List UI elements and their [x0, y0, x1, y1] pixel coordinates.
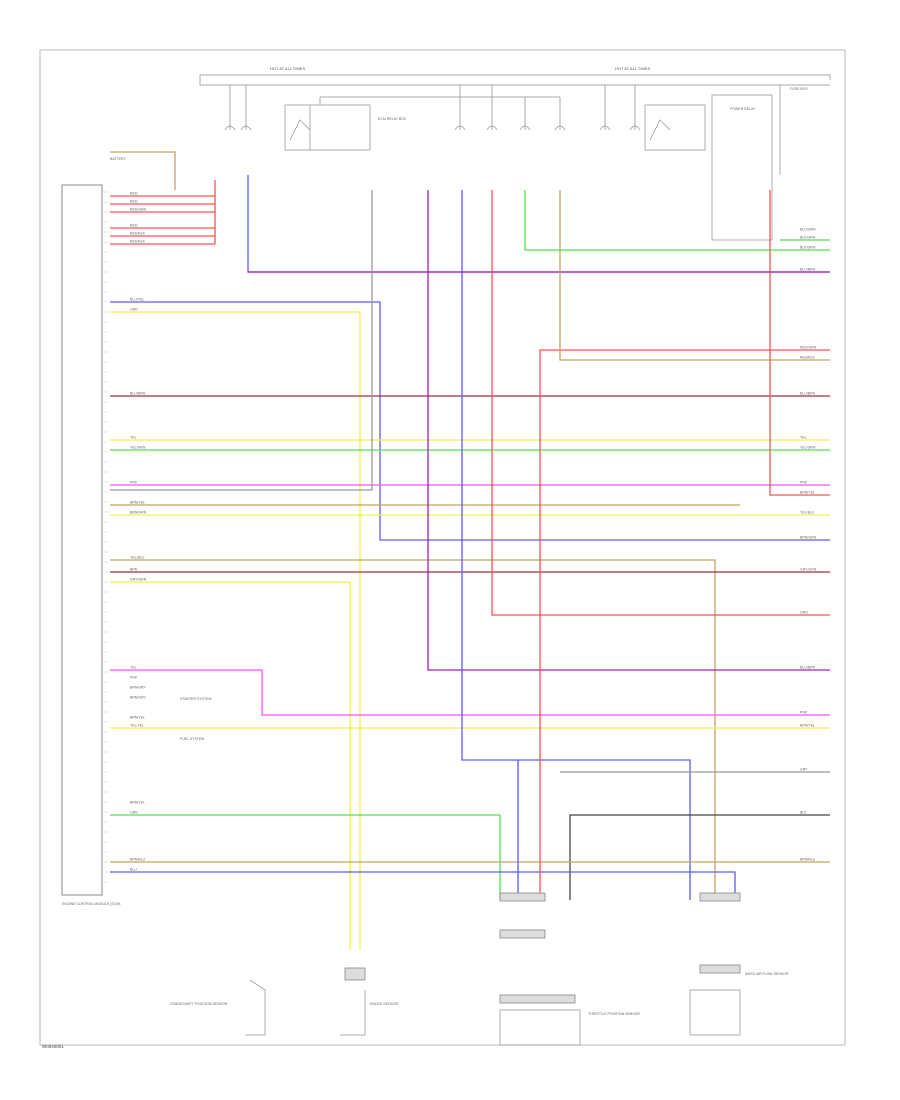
wire-red-3a — [539, 349, 830, 900]
right-wire-label: GRN — [800, 611, 808, 615]
right-wire-label: BLK/GRN — [800, 236, 816, 240]
fuse-box-label: FUSE BOX — [790, 87, 808, 91]
power-rail — [199, 74, 831, 175]
right-wire-label: PNK — [800, 481, 808, 485]
right-wire-label: GRY — [800, 768, 808, 772]
left-wire-label: YEL — [130, 666, 137, 670]
right-wire-label: PNK — [800, 711, 808, 715]
right-wire-label: BLU/BRN — [800, 666, 816, 670]
wire-blue-4 — [110, 871, 736, 900]
wire-tan-2 — [110, 559, 716, 900]
starter-system-label: STARTER SYSTEM — [180, 697, 211, 701]
wire-yellow-1 — [110, 311, 361, 950]
wire-green-2 — [110, 814, 501, 900]
left-wire-label: YEL/BLU — [130, 556, 145, 560]
left-wire-label: BRN/YEL — [130, 801, 145, 805]
crankshaft-label: CRANKSHAFT POSITION SENSOR — [170, 1002, 228, 1006]
ecm-relay-label: ECM RELAY BOX — [378, 117, 407, 121]
right-wire-label: BRN/BLU — [800, 858, 816, 862]
right-wire-label: RED/GRN — [800, 346, 817, 350]
diagram-frame — [39, 49, 846, 1046]
relay-box-left — [284, 104, 371, 151]
right-wire-label: RED/BLK — [800, 356, 816, 360]
left-wire-label: BRN/BLU — [130, 858, 146, 862]
wire-tan-top — [110, 151, 176, 190]
right-wire-label: BLK/GRN — [800, 246, 816, 250]
bottom-component-boxes — [245, 979, 741, 1046]
left-wire-label: RED — [130, 224, 138, 228]
left-wire-label: BRN/GRN — [130, 511, 147, 515]
left-wire-label: RED/GRN — [130, 208, 147, 212]
wire-gray-2 — [110, 190, 373, 491]
wire-red-4a — [769, 190, 830, 496]
battery-label: BATTERY — [110, 157, 126, 161]
left-wire-label: BRN/GRY — [130, 696, 147, 700]
wire-group — [110, 151, 830, 950]
left-wire-label: PNK — [130, 481, 138, 485]
left-wire-label: RED — [130, 200, 138, 204]
wire-red-vert — [491, 190, 830, 616]
right-wire-label: BRN/YEL — [800, 724, 815, 728]
right-wire-label: BRN/YEL — [800, 491, 815, 495]
left-wire-label: BRN — [130, 568, 138, 572]
ecm-pin-ticks — [102, 191, 108, 883]
right-wire-label: BLU/BRN — [800, 268, 816, 272]
right-wire-label: YEL/GRN — [800, 446, 816, 450]
power-relay-label: POWER RELAY — [730, 107, 756, 111]
wire-green-3 — [524, 190, 830, 251]
wire-tan-4 — [559, 190, 830, 361]
left-wire-label: GRN — [130, 308, 138, 312]
left-wire-label: YEL/GRN — [130, 446, 146, 450]
left-wire-label: PNK — [130, 676, 138, 680]
wire-black-1 — [569, 814, 830, 900]
wire-yellow-4 — [110, 581, 351, 950]
relay-box-right — [644, 94, 773, 241]
ecm-connector — [61, 184, 103, 896]
ecm-left-label: ENGINE CONTROL MODULE (ECM) — [62, 902, 120, 906]
left-wire-label: BLU/YEL — [130, 298, 144, 302]
throttle-label: THROTTLE POSITION SENSOR — [588, 1012, 640, 1016]
left-wire-label: BRN/YEL — [130, 501, 145, 505]
left-wire-label: BLU — [130, 868, 137, 872]
wire-purple-2 — [427, 190, 830, 671]
left-wire-label: BRN/YEL — [130, 716, 145, 720]
left-wire-label: RED/BLK — [130, 240, 146, 244]
left-wire-label: BLU/BRN — [130, 392, 146, 396]
left-wire-label: GRN — [130, 811, 138, 815]
maf-label: MASS AIR FLOW SENSOR — [745, 972, 789, 976]
right-wire-label: YEL — [800, 436, 807, 440]
right-wire-label: YEL/BLU — [800, 511, 815, 515]
fuel-system-label: FUEL SYSTEM — [180, 737, 204, 741]
left-wire-label: GRY/GRN — [130, 578, 147, 582]
left-wire-label: YEL/YEL — [130, 724, 144, 728]
hot-at-all-times-label-2: HOT AT ALL TIMES — [615, 66, 650, 71]
footer-code: W0040001 — [42, 1044, 64, 1049]
bottom-connectors — [344, 892, 741, 1004]
right-wire-label: BLU/GRN — [800, 228, 816, 232]
hot-at-all-times-label-1: HOT AT ALL TIMES — [270, 66, 305, 71]
right-wire-label: BRN/GRN — [800, 536, 817, 540]
wire-blue-1 — [247, 175, 830, 273]
wire-blue-2 — [110, 301, 830, 541]
left-wire-label: BRN/GRY — [130, 686, 147, 690]
left-wire-label: YEL — [130, 436, 137, 440]
fuse-group — [224, 125, 641, 131]
right-wire-label: BLK — [800, 811, 807, 815]
left-wire-label: RED — [130, 192, 138, 196]
wire-blue-3 — [461, 190, 691, 900]
right-wire-label: GRY/GRN — [800, 568, 817, 572]
right-wire-label: BLU/BRN — [800, 392, 816, 396]
right-wire-labels: BLU/GRN BLK/GRN BLK/GRN BLU/BRN RED/GRN RED/B… — [800, 228, 817, 862]
left-wire-labels: RED RED RED/GRN RED RED/BLK RED/BLK BLU/YEL GRN… — [130, 192, 147, 872]
wire-pink-2 — [110, 669, 830, 716]
left-wire-label: RED/BLK — [130, 232, 146, 236]
knock-label: KNOCK SENSOR — [370, 1002, 399, 1006]
